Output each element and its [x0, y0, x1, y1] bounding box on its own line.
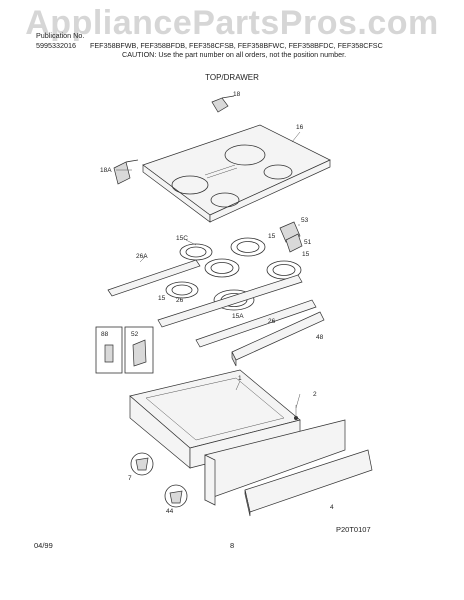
callout-18: 18	[233, 91, 241, 98]
leader-lines	[116, 131, 301, 409]
callout-53: 53	[301, 217, 309, 224]
caution-note: CAUTION: Use the part number on all orde…	[122, 50, 347, 59]
figure-id: P20T0107	[336, 525, 371, 534]
callout-15a: 15A	[232, 313, 244, 320]
callout-15c: 15C	[176, 235, 188, 242]
model-list: FEF358BFWB, FEF358BFDB, FEF358CFSB, FEF3…	[90, 41, 383, 50]
callout-4: 4	[330, 504, 334, 511]
drawer-panel	[244, 449, 373, 517]
bracket-18a	[113, 159, 139, 185]
page-number: 8	[230, 541, 235, 550]
callout-51: 51	[304, 239, 312, 246]
rear-rail-48	[231, 311, 325, 367]
watermark: AppliancePartsPros.com	[25, 4, 439, 42]
callout-15-left: 15	[158, 295, 166, 302]
callout-18a: 18A	[100, 167, 112, 174]
callout-26a: 26A	[136, 253, 148, 260]
print-date: 04/99	[34, 541, 53, 550]
drawer-front	[204, 405, 346, 506]
callout-16: 16	[296, 124, 304, 131]
callout-15-upper: 15	[268, 233, 276, 240]
callout-88: 88	[101, 331, 109, 338]
drawer-glides	[130, 452, 188, 508]
callout-52: 52	[131, 331, 139, 338]
callout-15-right: 15	[302, 251, 310, 258]
surface-elements	[165, 237, 302, 311]
inset-parts	[95, 326, 154, 374]
callout-labels: 18 16 18A 53 15 51 15C 15 26A 15 26 15A …	[100, 91, 334, 515]
publication-number: 5995332016	[36, 41, 76, 50]
callout-48: 48	[316, 334, 324, 341]
callout-26-middle: 26	[176, 297, 184, 304]
cooktop-assembly	[142, 124, 331, 223]
element-supports	[107, 259, 317, 348]
publication-label: Publication No.	[36, 31, 85, 40]
callout-26-lower: 26	[268, 318, 276, 325]
callout-44: 44	[166, 508, 174, 515]
infinite-switch	[279, 221, 303, 253]
callout-1: 1	[238, 375, 242, 382]
callout-2: 2	[313, 391, 317, 398]
bracket-18	[211, 95, 235, 113]
callout-7: 7	[128, 475, 132, 482]
section-title: TOP/DRAWER	[205, 73, 259, 82]
